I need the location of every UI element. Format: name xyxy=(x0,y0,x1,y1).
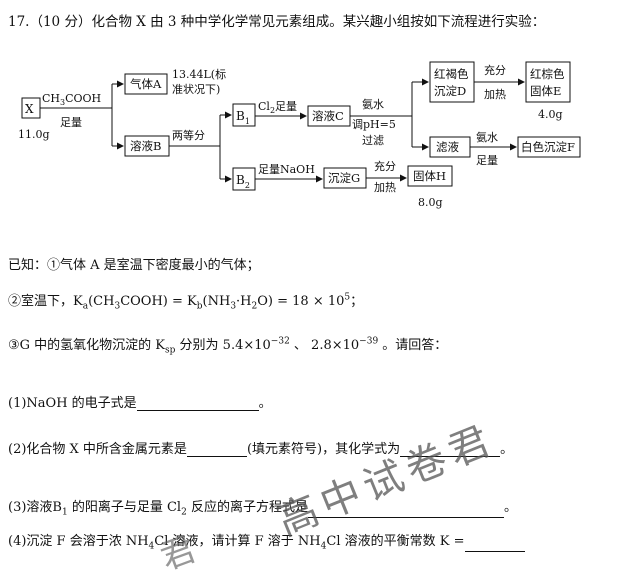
label-solid-e-1: 红棕色 xyxy=(530,67,565,81)
ammonia2-note-1: 氨水 xyxy=(476,131,498,144)
answer-blank-2b[interactable] xyxy=(400,442,501,457)
naoh-note: 足量NaOH xyxy=(258,163,315,176)
label-b2: B2 xyxy=(236,173,250,190)
heat2-note-1: 充分 xyxy=(374,159,396,173)
ammonia2-note-2: 足量 xyxy=(476,154,498,167)
label-solution-c: 溶液C xyxy=(312,109,344,123)
label-gas-a: 气体A xyxy=(130,77,162,91)
ammonia-note-1: 氨水 xyxy=(362,98,384,111)
label-precip-d-2: 沉淀D xyxy=(434,84,466,98)
question-1: (1)NaOH 的电子式是。 xyxy=(8,396,272,411)
box-b1 xyxy=(232,103,256,127)
answer-blank-3[interactable] xyxy=(307,503,504,518)
reagent-ch3cooh: CH3COOH xyxy=(42,92,101,107)
known-3: ③G 中的氢氧化物沉淀的 Ksp 分别为 5.4×10−32 、 2.8×10−… xyxy=(8,336,448,356)
ammonia-note-3: 过滤 xyxy=(362,134,384,147)
label-b1: B1 xyxy=(236,109,250,126)
box-solid-h xyxy=(407,165,453,187)
label-solid-e-2: 固体E xyxy=(530,84,561,98)
cl2-note: Cl2足量 xyxy=(258,100,297,115)
label-x-mass: 11.0g xyxy=(18,128,50,141)
exam-page: 17.（10 分）化合物 X 由 3 种中学化学常见元素组成。某兴趣小组按如下流… xyxy=(8,14,581,578)
answer-blank-1[interactable] xyxy=(136,396,259,411)
known-2: ②室温下，Ka(CH3COOH) = Kb(NH3·H2O) = 18 × 10… xyxy=(8,292,364,312)
solid-e-mass: 4.0g xyxy=(538,108,563,121)
split-note: 两等分 xyxy=(172,128,205,142)
label-precip-g: 沉淀G xyxy=(328,171,360,185)
experiment-flow-diagram: X 11.0g CH3COOH 足量 气体A 13.44L(标 准状况下) 溶液… xyxy=(18,61,581,209)
watermark: 高中试卷君 xyxy=(271,416,502,546)
label-precip-d-1: 红褐色 xyxy=(434,67,469,81)
answer-blank-2a[interactable] xyxy=(186,442,247,457)
ammonia-note-2: 调pH=5 xyxy=(352,118,396,131)
known-1: 已知：①气体 A 是室温下密度最小的气体； xyxy=(8,258,260,273)
answer-blank-4[interactable] xyxy=(464,537,525,552)
label-filtrate: 滤液 xyxy=(436,140,459,154)
heat-note-1: 充分 xyxy=(484,63,506,77)
box-precip-f xyxy=(517,136,581,158)
question-2: (2)化合物 X 中所含金属元素是(填元素符号)，其化学式为。 xyxy=(8,442,514,457)
heat2-note-2: 加热 xyxy=(374,181,396,194)
heat-note-2: 加热 xyxy=(484,88,506,101)
label-solid-h: 固体H xyxy=(413,169,446,183)
label-x: X xyxy=(25,102,34,116)
box-gas-a xyxy=(124,73,168,95)
solid-h-mass: 8.0g xyxy=(418,196,443,209)
label-precip-f: 白色沉淀F xyxy=(521,140,575,154)
gas-a-volume: 13.44L(标 xyxy=(172,67,226,81)
gas-a-condition: 准状况下) xyxy=(172,82,220,96)
reagent-excess: 足量 xyxy=(60,116,82,129)
problem-title: 17.（10 分）化合物 X 由 3 种中学化学常见元素组成。某兴趣小组按如下流… xyxy=(8,14,546,30)
label-solution-b: 溶液B xyxy=(130,139,161,153)
question-3: (3)溶液B1 的阳离子与足量 Cl2 反应的离子方程式是。 xyxy=(8,500,517,518)
box-solid-e xyxy=(525,61,571,103)
question-4: (4)沉淀 F 会溶于浓 NH4Cl 溶液，请计算 F 溶于 NH4Cl 溶液的… xyxy=(8,530,525,552)
